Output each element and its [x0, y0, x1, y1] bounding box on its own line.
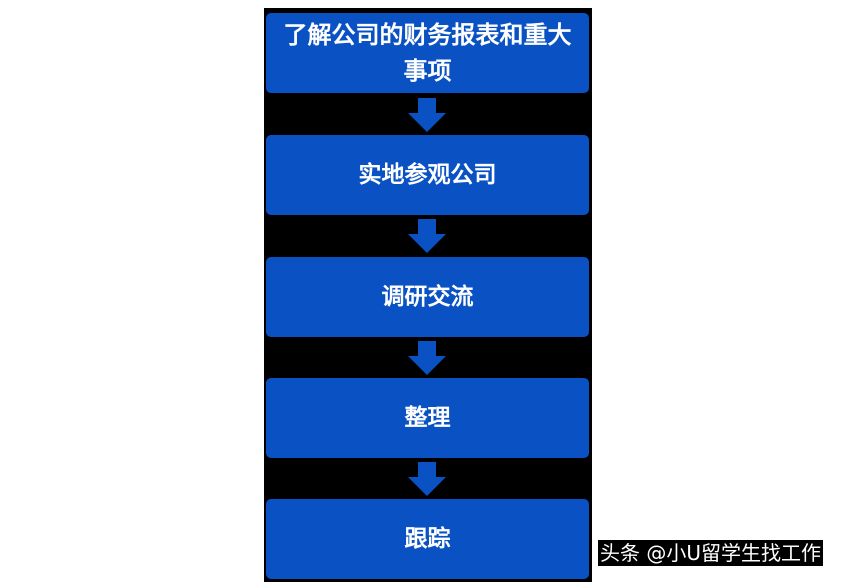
- arrow-down-icon: [408, 219, 446, 253]
- step-label-4: 整理: [404, 405, 451, 431]
- step-label-3: 调研交流: [381, 284, 474, 310]
- step-label-1: 了解公司的财务报表和重大事项: [283, 21, 572, 85]
- flowchart-panel: 了解公司的财务报表和重大事项 实地参观公司 调研交流 整理 跟踪: [264, 8, 592, 582]
- arrow-down-icon: [408, 341, 446, 375]
- step-box-4: 整理: [266, 378, 589, 458]
- step-box-2: 实地参观公司: [266, 135, 589, 215]
- arrow-down-icon: [408, 98, 446, 132]
- watermark: 头条 @小U留学生找工作: [598, 540, 823, 566]
- step-box-1: 了解公司的财务报表和重大事项: [266, 13, 589, 93]
- step-label-5: 跟踪: [404, 526, 451, 552]
- step-box-3: 调研交流: [266, 257, 589, 337]
- step-label-2: 实地参观公司: [358, 162, 497, 188]
- arrow-down-icon: [408, 462, 446, 496]
- step-box-5: 跟踪: [266, 499, 589, 579]
